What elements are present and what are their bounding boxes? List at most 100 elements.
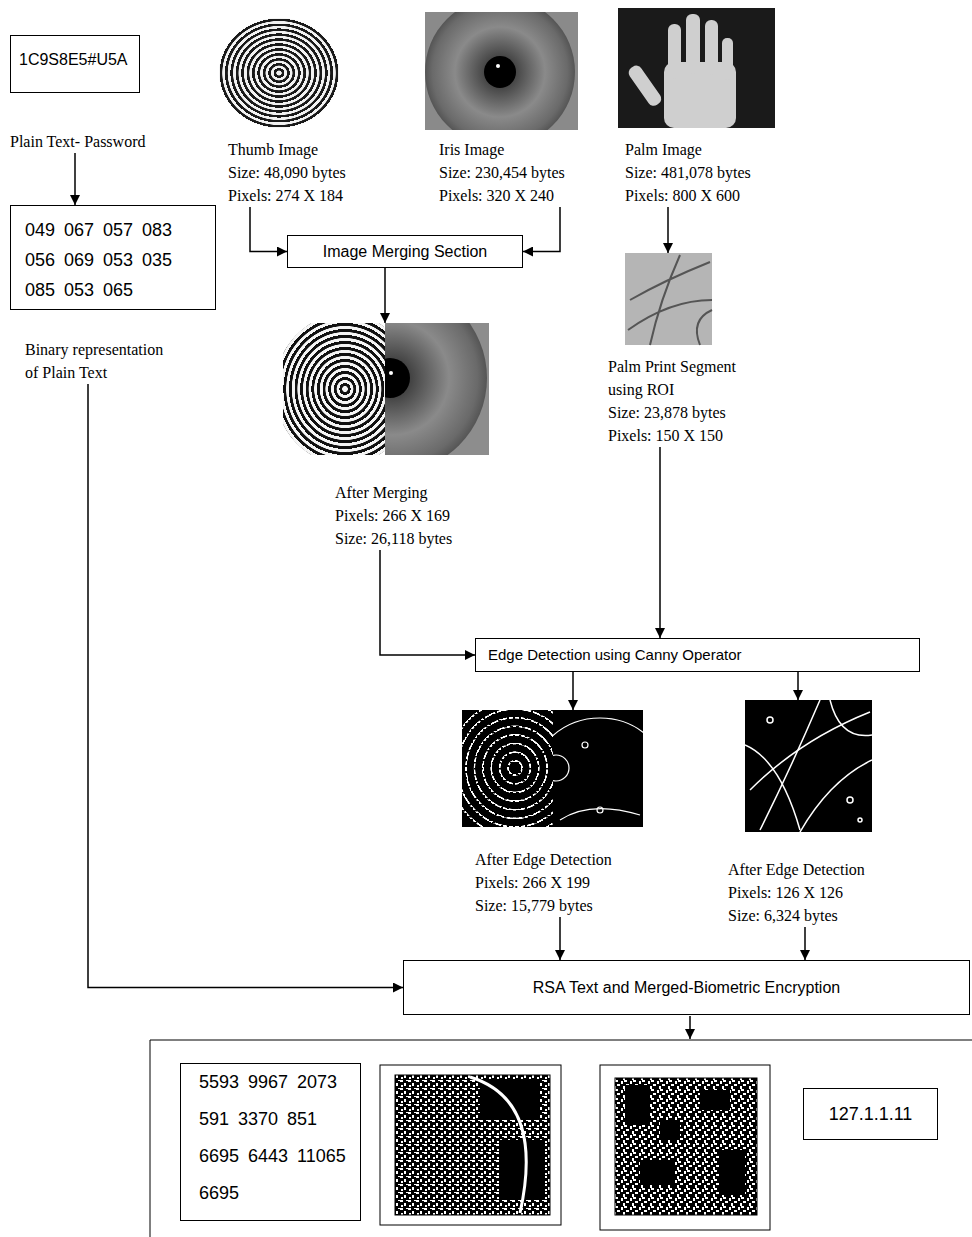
flow-arrow [804, 927, 806, 960]
flow-arrow [88, 384, 403, 988]
fingerprint-edges [462, 710, 553, 827]
output-arrow [689, 1016, 691, 1039]
edge-image: After Edge DetectionPixels: 266 X 199Siz… [462, 710, 644, 917]
noise-block [625, 1085, 650, 1125]
caption-text: Pixels: 266 X 169 [335, 504, 489, 527]
binary-box: 049 067 057 083 056 069 053 035 085 053 … [10, 205, 216, 384]
iris [425, 12, 575, 130]
noise-block [640, 1160, 675, 1185]
encrypted-noise [395, 1075, 550, 1215]
noise-block [500, 1140, 545, 1200]
process-box: Edge Detection using Canny Operator [475, 638, 920, 672]
flow-arrow [74, 153, 76, 205]
thumb [626, 63, 663, 108]
output-frame [150, 1040, 972, 1237]
image-frame [380, 1065, 561, 1225]
finger [705, 20, 718, 75]
flow-arrow [572, 672, 574, 710]
image-frame [600, 1065, 770, 1230]
caption-text: After Edge Detection [728, 858, 891, 881]
edge-curve [760, 700, 820, 830]
flow-arrow [797, 672, 799, 700]
caption-text: Size: 481,078 bytes [625, 161, 783, 184]
noise-block [660, 1120, 680, 1140]
pupil-edge [553, 755, 569, 781]
box-text: 1C9S8E5#U5A [19, 50, 131, 70]
caption-text: Pixels: 150 X 150 [608, 424, 753, 447]
noise-block [480, 1080, 540, 1120]
palm-lines [628, 255, 712, 345]
edge-palm-picture [745, 700, 872, 832]
iris-half [385, 323, 487, 455]
finger [722, 38, 733, 80]
box-label: Image Merging Section [323, 242, 488, 262]
palm-picture [618, 8, 775, 128]
fingerprint-half [283, 323, 385, 455]
merged-ground [283, 323, 385, 455]
iris-picture [425, 12, 578, 130]
flow-arrow [384, 268, 386, 323]
process-box: Image Merging Section [287, 235, 523, 268]
ip-box: 127.1.1.11 [803, 1088, 938, 1140]
palm-image: Palm ImageSize: 481,078 bytesPixels: 800… [618, 8, 783, 207]
box-label: RSA Text and Merged-Biometric Encryption [533, 978, 840, 998]
edge-dot [597, 807, 603, 813]
merged-image: After MergingPixels: 266 X 169Size: 26,1… [283, 323, 489, 550]
caption-text: Size: 15,779 bytes [475, 894, 644, 917]
roi-picture [625, 253, 712, 345]
merged-picture [275, 283, 489, 473]
box-label: Edge Detection using Canny Operator [488, 646, 741, 665]
cipher-box: 5593 9967 2073 591 3370 851 6695 6443 11… [180, 1063, 361, 1221]
noise-block [700, 1090, 730, 1110]
flow-arrow [250, 207, 287, 252]
flow-arrow [659, 447, 661, 638]
flow-arrow [667, 207, 669, 253]
palm [664, 62, 736, 128]
password-box: 1C9S8E5#U5APlain Text- Password [10, 35, 205, 153]
encrypted-palm-picture [600, 1065, 770, 1230]
caption-text: Pixels: 274 X 184 [228, 184, 368, 207]
box-label: 127.1.1.11 [829, 1103, 913, 1126]
caption-text: Size: 23,878 bytes [608, 401, 753, 424]
edge-background [745, 700, 872, 832]
finger [686, 14, 700, 74]
roi-image: Palm Print Segment using ROISize: 23,878… [606, 253, 756, 447]
box-label: 5593 9967 2073 591 3370 851 6695 6443 11… [199, 1064, 347, 1212]
caption-text: After Merging [335, 481, 489, 504]
thumb-picture [219, 18, 339, 128]
caption-text: Size: 6,324 bytes [728, 904, 891, 927]
caption-text: Binary representation of Plain Text [25, 338, 172, 384]
edge-merged-picture [445, 696, 672, 862]
roi-background [625, 253, 712, 345]
caption-text: After Edge Detection [475, 848, 644, 871]
caption-text: Size: 48,090 bytes [228, 161, 368, 184]
caption-text: Size: 230,454 bytes [439, 161, 585, 184]
caption-text: Pixels: 266 X 199 [475, 871, 644, 894]
iris-image: Iris ImageSize: 230,454 bytesPixels: 320… [425, 12, 585, 207]
edge-curve [830, 700, 872, 736]
caption-text: Thumb Image [228, 138, 368, 161]
edge-curve [745, 745, 800, 830]
edge-dot [767, 717, 773, 723]
caption-text: Iris Image [439, 138, 585, 161]
edge-curve [560, 809, 640, 820]
edge-breaks [462, 710, 553, 827]
caption-text: Pixels: 320 X 240 [439, 184, 585, 207]
thumb-image: Thumb ImageSize: 48,090 bytesPixels: 274… [218, 18, 368, 207]
box-text: 049 067 057 083 056 069 053 035 085 053 … [25, 215, 193, 305]
noise-arc [470, 1077, 526, 1213]
encrypted-noise [615, 1078, 757, 1215]
eye-skin [385, 323, 489, 455]
eye-skin [425, 12, 578, 130]
edge-dot [858, 818, 862, 822]
edge-image: After Edge DetectionPixels: 126 X 126Siz… [726, 700, 891, 927]
edge-dot [847, 797, 853, 803]
iris-edge [553, 718, 643, 827]
flow-arrow [523, 207, 560, 252]
process-box: RSA Text and Merged-Biometric Encryption [403, 960, 970, 1015]
flow-arrow [380, 550, 475, 655]
caption-text: Pixels: 800 X 600 [625, 184, 783, 207]
